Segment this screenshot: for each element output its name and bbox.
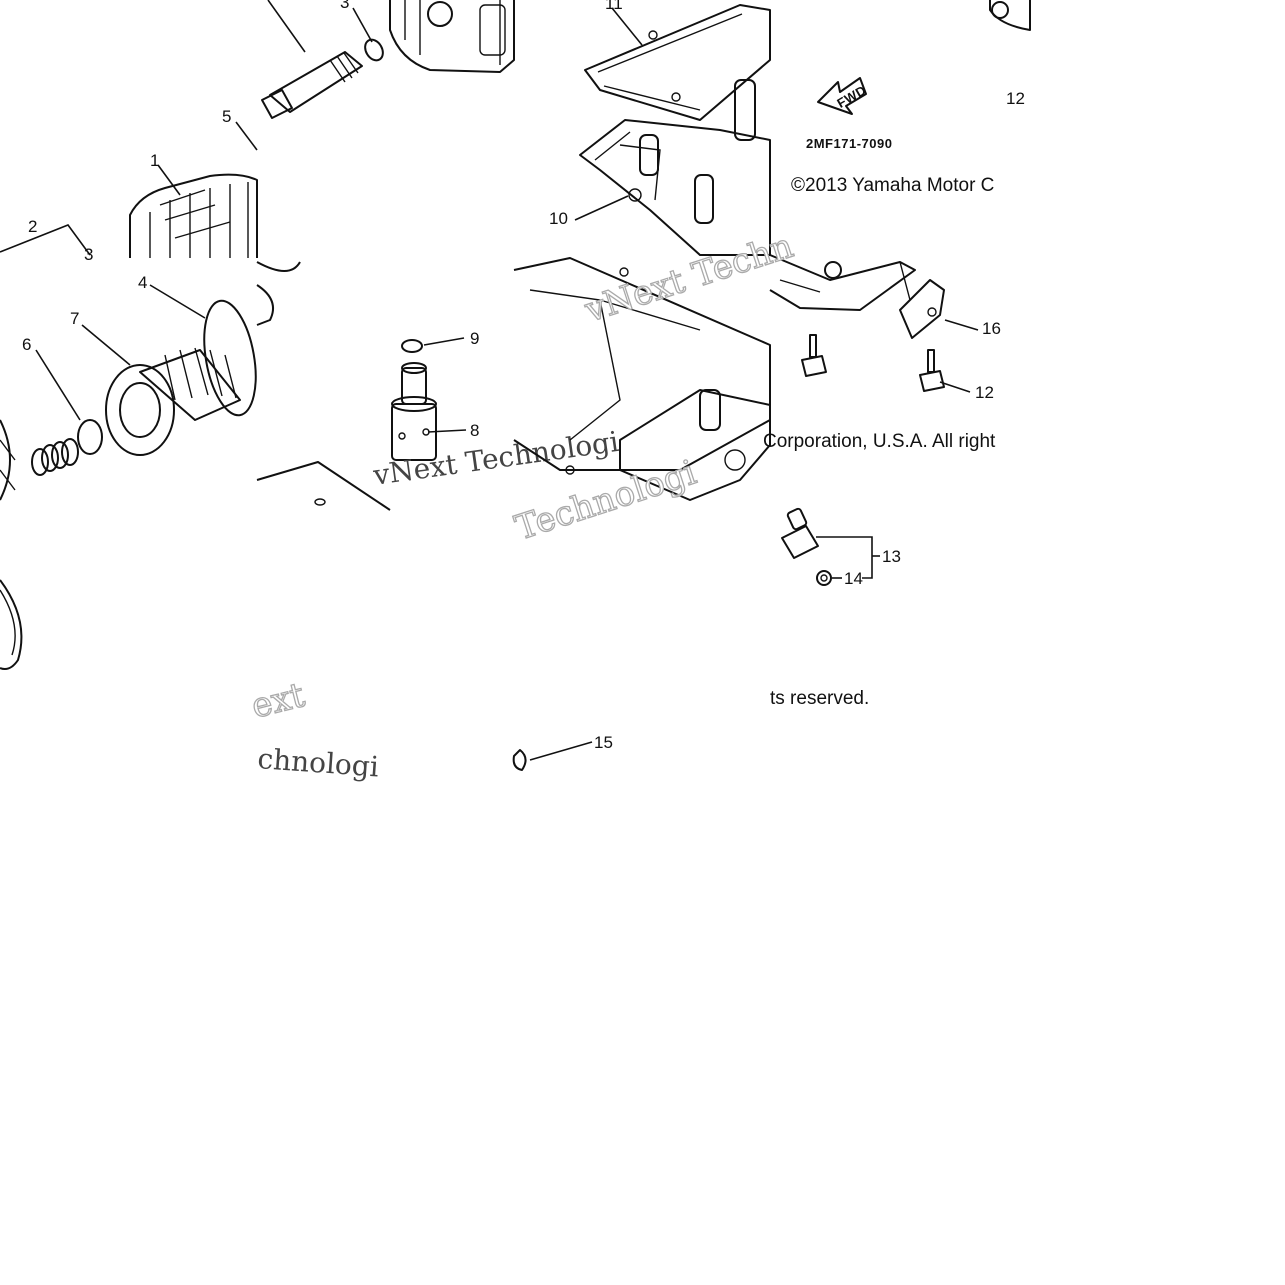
watermark-ext: ext — [248, 675, 309, 727]
bolt-12 — [919, 349, 945, 392]
oil-filter-element — [105, 347, 241, 456]
drain-plug-13 — [781, 507, 819, 559]
label-12-top: 12 — [1006, 89, 1025, 108]
watermark-chnologi: chnologi — [257, 742, 380, 783]
tile-mid-right: 16 12 Corporation, U.S.A. All right vNex… — [510, 225, 1001, 549]
copyright-line-3: ts reserved. — [770, 688, 869, 709]
part-code: 2MF171-7090 — [806, 136, 892, 151]
label-11: 11 — [605, 0, 623, 13]
o-ring-4 — [203, 299, 257, 417]
label-6: 6 — [22, 335, 31, 354]
watermark-top: vNext Techn — [579, 226, 797, 331]
tile-bottom-left — [0, 579, 23, 670]
label-9: 9 — [470, 329, 479, 348]
washer-6 — [77, 419, 103, 455]
forward-arrow-icon: FWD — [817, 77, 869, 115]
spring — [31, 438, 79, 476]
label-15: 15 — [594, 733, 613, 752]
o-ring-9 — [401, 339, 423, 353]
relief-valve — [391, 362, 437, 461]
label-5: 5 — [222, 107, 231, 126]
copyright-line-1: ©2013 Yamaha Motor C — [791, 175, 994, 196]
union-bolt — [261, 38, 384, 119]
label-8: 8 — [470, 421, 479, 440]
label-10: 10 — [549, 209, 568, 228]
label-7: 7 — [70, 309, 79, 328]
engine-case-section — [389, 0, 515, 73]
label-4: 4 — [138, 273, 147, 292]
bracket-16 — [899, 279, 945, 339]
label-12: 12 — [975, 383, 994, 402]
tile-bottom-right: 13 14 ts reserved. 15 — [512, 507, 901, 771]
label-3a: 3 — [340, 0, 349, 12]
bolt-upper — [801, 334, 827, 377]
label-1: 1 — [150, 151, 159, 170]
tile-mid-left: 4 7 6 — [0, 273, 274, 501]
oil-filter-cover — [129, 173, 258, 258]
tile-top-middle: 11 10 — [549, 0, 771, 256]
tile-top-right: FWD 12 2MF171-7090 ©2013 Yamaha Motor C — [791, 0, 1031, 196]
tile-bottom-middle: ext chnologi — [247, 674, 380, 783]
label-13: 13 — [882, 547, 901, 566]
tile-top-left: 3 5 1 2 3 — [0, 0, 515, 264]
watermark-center: vNext Technologi — [370, 425, 620, 492]
label-16: 16 — [982, 319, 1001, 338]
label-3b: 3 — [84, 245, 93, 264]
drain-washer-14 — [816, 570, 832, 586]
copyright-line-2: Corporation, U.S.A. All right — [763, 431, 996, 452]
label-14: 14 — [844, 569, 863, 588]
label-2: 2 — [28, 217, 37, 236]
